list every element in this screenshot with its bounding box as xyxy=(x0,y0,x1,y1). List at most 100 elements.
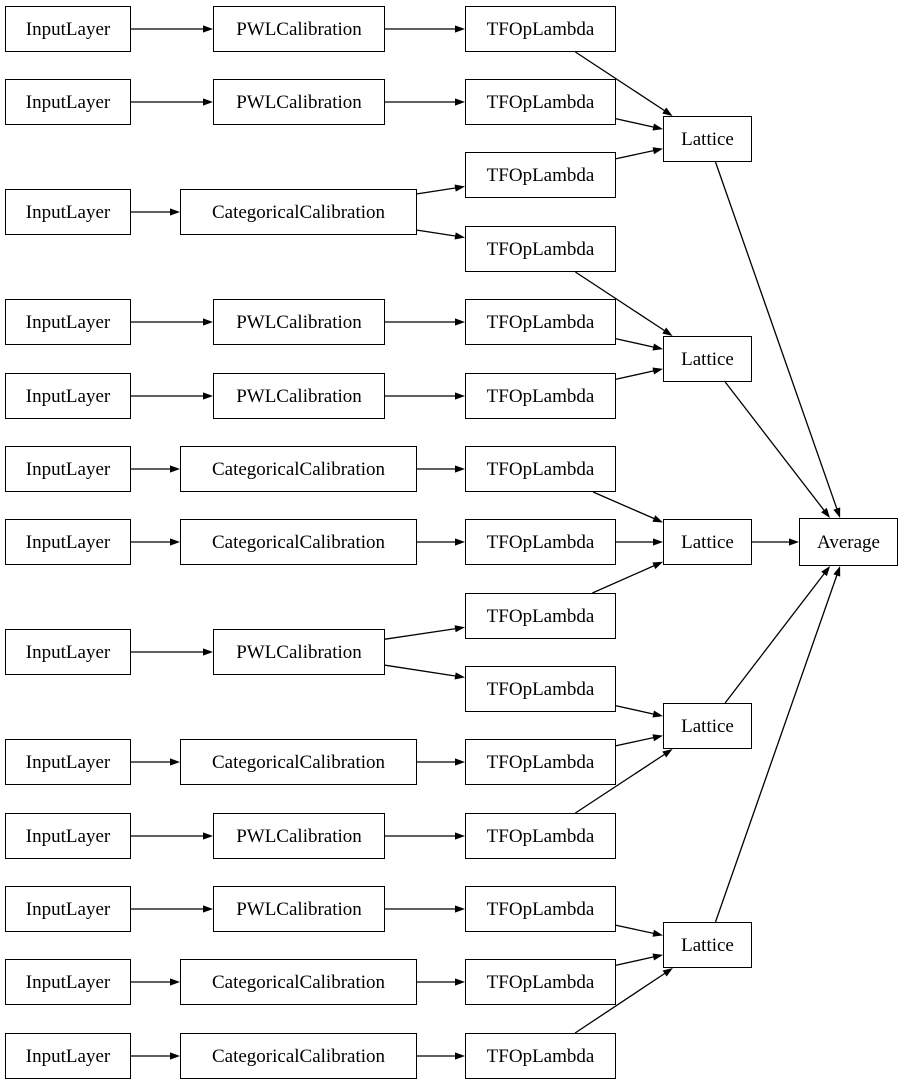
arrowhead-icon xyxy=(833,566,841,577)
edge-cc4-tfl11 xyxy=(417,758,465,766)
arrowhead-icon xyxy=(455,1052,465,1060)
arrowhead-icon xyxy=(652,147,663,155)
arrowhead-icon xyxy=(170,208,180,216)
tf-op-lambda-node-tfl13: TFOpLambda xyxy=(465,886,616,932)
edge-tfl9-lat3 xyxy=(592,561,663,594)
pwl-calibration-node-pwl1: PWLCalibration xyxy=(213,6,385,52)
input-layer-node-il3: InputLayer xyxy=(5,189,131,235)
average-node-avg: Average xyxy=(799,518,898,566)
arrowhead-icon xyxy=(170,1052,180,1060)
edge-cc1-tfl4 xyxy=(416,229,465,240)
edge-pwl3-tfl5 xyxy=(385,318,465,326)
edge-pwl7-tfl13 xyxy=(385,905,465,913)
arrowhead-icon xyxy=(203,832,213,840)
input-layer-node-il1: InputLayer xyxy=(5,6,131,52)
input-layer-node-il9: InputLayer xyxy=(5,739,131,785)
edge-tfl7-lat3 xyxy=(592,491,663,523)
categorical-calibration-node-cc1: CategoricalCalibration xyxy=(180,189,417,235)
edge-il8-pwl5 xyxy=(131,648,213,656)
pwl-calibration-node-pwl3: PWLCalibration xyxy=(213,299,385,345)
input-layer-node-il10: InputLayer xyxy=(5,813,131,859)
arrowhead-icon xyxy=(662,107,673,116)
lattice-node-lat2: Lattice xyxy=(663,336,752,382)
arrowhead-icon xyxy=(662,968,673,977)
input-layer-node-il6: InputLayer xyxy=(5,446,131,492)
edge-pwl2-tfl2 xyxy=(385,98,465,106)
arrowhead-icon xyxy=(203,905,213,913)
pwl-calibration-node-pwl5: PWLCalibration xyxy=(213,629,385,675)
arrowhead-icon xyxy=(652,929,663,937)
pwl-calibration-node-pwl6: PWLCalibration xyxy=(213,813,385,859)
tf-op-lambda-node-tfl8: TFOpLambda xyxy=(465,519,616,565)
arrowhead-icon xyxy=(789,538,799,546)
edge-tfl1-lat1 xyxy=(575,51,673,116)
arrowhead-icon xyxy=(170,978,180,986)
edge-lat4-avg xyxy=(724,566,831,704)
arrowhead-icon xyxy=(662,327,673,336)
tf-op-lambda-node-tfl10: TFOpLambda xyxy=(465,666,616,712)
categorical-calibration-node-cc6: CategoricalCalibration xyxy=(180,1033,417,1079)
tf-op-lambda-node-tfl12: TFOpLambda xyxy=(465,813,616,859)
edge-tfl10-lat4 xyxy=(615,705,663,718)
lattice-node-lat5: Lattice xyxy=(663,922,752,968)
edge-il5-pwl4 xyxy=(131,392,213,400)
arrowhead-icon xyxy=(662,749,673,758)
edge-cc6-tfl15 xyxy=(417,1052,465,1060)
edge-il4-pwl3 xyxy=(131,318,213,326)
arrowhead-icon xyxy=(170,758,180,766)
tf-op-lambda-node-tfl1: TFOpLambda xyxy=(465,6,616,52)
edge-tfl15-lat5 xyxy=(574,968,673,1034)
edge-tfl11-lat4 xyxy=(615,734,663,747)
edge-cc2-tfl7 xyxy=(417,465,465,473)
edge-lat2-avg xyxy=(724,381,830,518)
arrowhead-icon xyxy=(455,392,465,400)
pwl-calibration-node-pwl2: PWLCalibration xyxy=(213,79,385,125)
arrowhead-icon xyxy=(203,98,213,106)
input-layer-node-il13: InputLayer xyxy=(5,1033,131,1079)
input-layer-node-il2: InputLayer xyxy=(5,79,131,125)
edge-il2-pwl2 xyxy=(131,98,213,106)
arrowhead-icon xyxy=(455,978,465,986)
arrowhead-icon xyxy=(454,232,465,240)
pwl-calibration-node-pwl4: PWLCalibration xyxy=(213,373,385,419)
edge-pwl6-tfl12 xyxy=(385,832,465,840)
arrowhead-icon xyxy=(652,123,663,131)
arrowhead-icon xyxy=(652,561,663,570)
categorical-calibration-node-cc2: CategoricalCalibration xyxy=(180,446,417,492)
categorical-calibration-node-cc3: CategoricalCalibration xyxy=(180,519,417,565)
arrowhead-icon xyxy=(455,318,465,326)
edge-cc3-tfl8 xyxy=(417,538,465,546)
edge-cc1-tfl3 xyxy=(416,184,465,195)
arrowhead-icon xyxy=(455,832,465,840)
edge-il9-cc4 xyxy=(131,758,180,766)
edge-tfl3-lat1 xyxy=(615,147,663,160)
arrowhead-icon xyxy=(455,98,465,106)
edge-tfl14-lat5 xyxy=(615,953,663,966)
input-layer-node-il12: InputLayer xyxy=(5,959,131,1005)
arrowhead-icon xyxy=(652,734,663,742)
edge-tfl5-lat2 xyxy=(615,338,663,351)
input-layer-node-il11: InputLayer xyxy=(5,886,131,932)
edge-il3-cc1 xyxy=(131,208,180,216)
input-layer-node-il5: InputLayer xyxy=(5,373,131,419)
edge-pwl5-tfl9 xyxy=(384,625,465,640)
edge-il1-pwl1 xyxy=(131,25,213,33)
tf-op-lambda-node-tfl15: TFOpLambda xyxy=(465,1033,616,1079)
arrowhead-icon xyxy=(652,515,663,523)
edge-tfl6-lat2 xyxy=(615,367,663,380)
arrowhead-icon xyxy=(821,507,830,518)
tf-op-lambda-node-tfl6: TFOpLambda xyxy=(465,373,616,419)
edge-lat1-avg xyxy=(714,161,841,518)
arrowhead-icon xyxy=(454,672,465,680)
pwl-calibration-node-pwl7: PWLCalibration xyxy=(213,886,385,932)
arrowhead-icon xyxy=(833,507,841,518)
arrowhead-icon xyxy=(821,566,831,577)
arrowhead-icon xyxy=(203,25,213,33)
arrowhead-icon xyxy=(652,953,663,961)
arrowhead-icon xyxy=(203,392,213,400)
arrowhead-icon xyxy=(455,758,465,766)
arrowhead-icon xyxy=(455,465,465,473)
edge-pwl1-tfl1 xyxy=(385,25,465,33)
